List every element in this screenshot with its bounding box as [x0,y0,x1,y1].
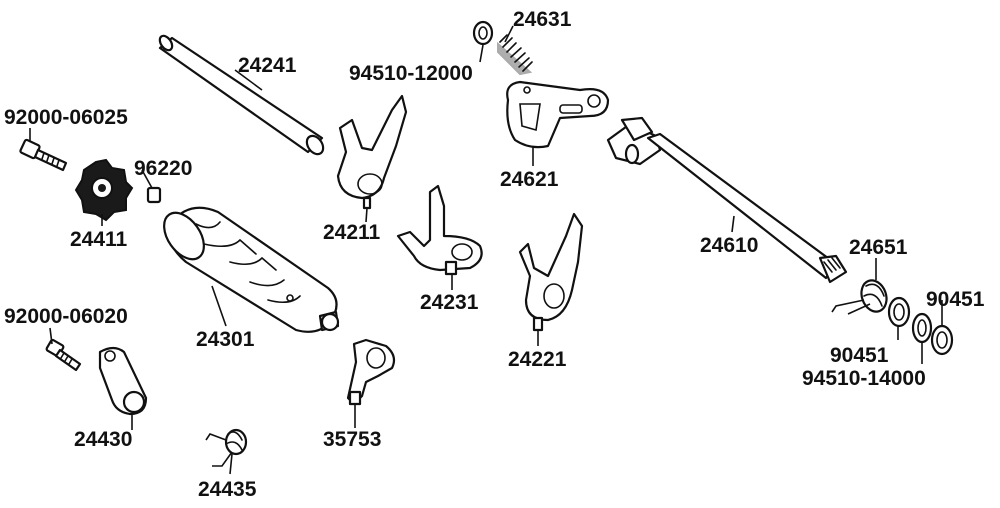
label-94510-12000: 94510-12000 [349,62,473,85]
label-24301: 24301 [196,328,255,351]
label-90451-top: 90451 [926,288,985,311]
retaining-ring-94510-12000 [472,20,494,46]
guide-plate-35753 [346,338,396,406]
bolt-92000-06025 [19,138,68,172]
bolt-92000-06020 [45,338,82,372]
shaft-rod-24241 [158,34,325,156]
pin-96220 [146,186,162,204]
label-24430: 24430 [74,428,132,451]
label-24435: 24435 [198,478,257,501]
washer-90451-left [887,296,911,328]
label-35753: 35753 [323,428,381,451]
washer-90451-right [930,324,954,356]
stopper-lever-24430 [98,346,148,416]
label-94510-14000: 94510-14000 [802,367,926,390]
shift-drum-24301 [163,206,340,333]
star-cam-24411 [74,158,134,222]
shift-fork-24221 [518,212,584,332]
coil-spring-24631 [497,34,533,76]
spring-24435 [205,428,248,467]
shift-fork-24231 [396,184,483,276]
shift-shaft-24610 [606,116,848,284]
label-24621: 24621 [500,168,559,191]
torsion-spring-24651 [831,279,888,315]
label-24631: 24631 [513,8,572,31]
label-24211: 24211 [323,221,381,244]
label-92000-06025: 92000-06025 [4,106,128,129]
shift-fork-24211 [336,94,408,210]
leader-lines [29,25,943,475]
label-92000-06020: 92000-06020 [4,305,128,328]
label-96220: 96220 [134,157,192,180]
label-24411: 24411 [70,228,128,251]
label-24651: 24651 [849,236,908,259]
label-90451-bottom: 90451 [830,344,889,367]
retaining-ring-94510-14000 [911,312,933,344]
label-24221: 24221 [508,348,567,371]
label-24610: 24610 [700,234,758,257]
shift-arm-plate-24621 [506,80,610,149]
label-24241: 24241 [238,54,297,77]
label-24231: 24231 [420,291,479,314]
